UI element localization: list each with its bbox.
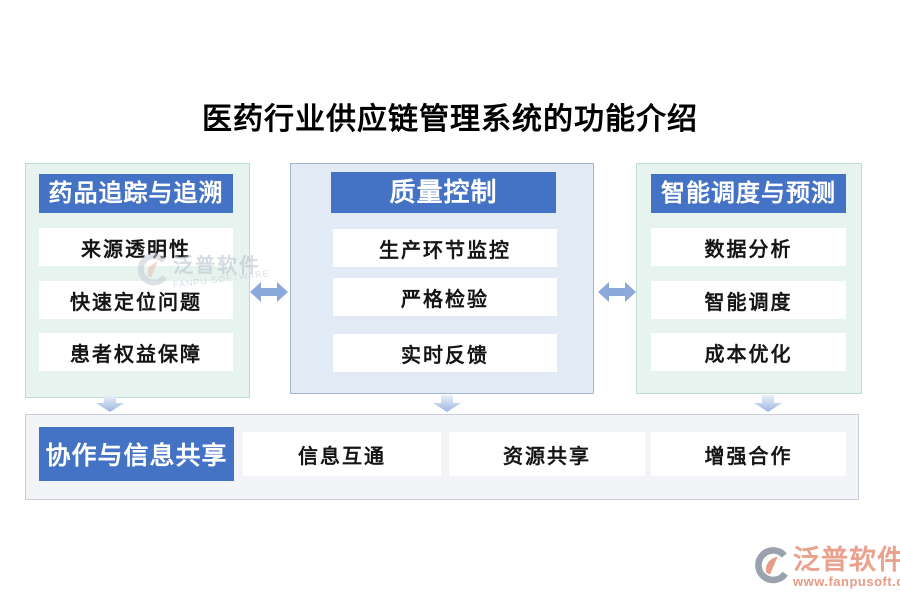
double-arrow-icon: [598, 282, 636, 302]
panel-header-collaboration: 协作与信息共享: [39, 427, 234, 481]
footer-logo: 泛普软件 www.fanpusoft.com: [752, 546, 900, 589]
feature-item: 数据分析: [651, 228, 846, 266]
feature-item: 信息互通: [243, 432, 441, 476]
down-arrow-icon: [433, 395, 461, 412]
feature-item: 实时反馈: [333, 334, 557, 372]
footer-brand-text: 泛普软件: [793, 545, 900, 575]
feature-item: 资源共享: [449, 432, 645, 476]
panel-header-smart-scheduling: 智能调度与预测: [651, 174, 846, 213]
panel-smart-scheduling: 智能调度与预测 数据分析 智能调度 成本优化: [636, 163, 862, 394]
double-arrow-icon: [250, 282, 288, 302]
panel-header-quality-control: 质量控制: [331, 172, 556, 213]
brand-swirl-icon: [755, 547, 788, 584]
footer-website-text: www.fanpusoft.com: [793, 574, 900, 590]
down-arrow-icon: [96, 395, 124, 412]
panel-drug-tracking: 药品追踪与追溯 来源透明性 快速定位问题 患者权益保障: [25, 163, 250, 398]
feature-item: 成本优化: [651, 333, 846, 371]
feature-item: 严格检验: [333, 278, 557, 316]
panel-header-drug-tracking: 药品追踪与追溯: [39, 174, 233, 213]
feature-item: 智能调度: [651, 281, 846, 319]
feature-item: 快速定位问题: [39, 281, 233, 319]
feature-item: 增强合作: [651, 432, 846, 476]
feature-item: 生产环节监控: [333, 229, 557, 267]
panel-collaboration: 协作与信息共享 信息互通 资源共享 增强合作: [25, 414, 859, 500]
page-title: 医药行业供应链管理系统的功能介绍: [202, 103, 698, 136]
down-arrow-icon: [754, 395, 782, 412]
panel-quality-control: 质量控制 生产环节监控 严格检验 实时反馈: [290, 163, 594, 394]
feature-item: 来源透明性: [39, 228, 233, 266]
feature-item: 患者权益保障: [39, 333, 233, 371]
